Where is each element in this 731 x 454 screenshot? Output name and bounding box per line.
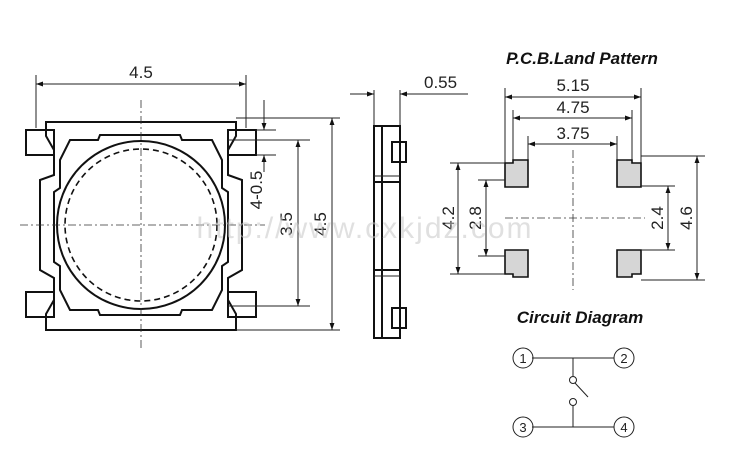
switch-contact-top <box>569 376 577 384</box>
width-dimension-label: 4.5 <box>129 63 153 82</box>
pcb-right-outer: 4.6 <box>677 206 696 230</box>
switch-lever <box>574 382 589 398</box>
pin-width-dimension-label: 4-0.5 <box>247 171 266 210</box>
pin-3-label: 3 <box>519 420 526 435</box>
pin-1-label: 1 <box>519 351 526 366</box>
pin-2-circle <box>613 347 635 369</box>
circuit-diagram: Circuit Diagram 1 2 3 4 <box>512 308 644 438</box>
pcb-pad-bottom-right <box>616 249 642 278</box>
pin-2-label: 2 <box>620 351 627 366</box>
pcb-dim-inner: 3.75 <box>556 124 589 143</box>
pin-3-circle <box>512 416 534 438</box>
pin-4-circle <box>613 416 635 438</box>
pcb-pad-top-right <box>616 159 642 188</box>
thickness-dimension-label: 0.55 <box>424 73 457 92</box>
pcb-dim-mid: 4.75 <box>556 98 589 117</box>
top-view: 4.5 4.5 3.5 4-0.5 <box>20 63 340 350</box>
watermark: http://www.cxkjdz.com <box>196 212 533 245</box>
side-view: 0.55 <box>350 73 468 339</box>
side-body <box>373 125 401 339</box>
pcb-pad-bottom-left <box>504 249 529 278</box>
pcb-right-inner: 2.4 <box>648 206 667 230</box>
height-dimension-label: 4.5 <box>311 212 330 236</box>
pin-top-right <box>227 129 257 156</box>
pcb-land-pattern: P.C.B.Land Pattern 5.15 4.75 3.75 4.2 2.… <box>439 49 705 290</box>
pin-4-label: 4 <box>620 420 627 435</box>
pin-top-left <box>25 129 55 156</box>
switch-inner-frame <box>53 134 229 316</box>
side-pin-bottom <box>391 307 407 329</box>
inner-dimension-label: 3.5 <box>277 212 296 236</box>
pin-bottom-right <box>227 291 257 318</box>
pcb-title: P.C.B.Land Pattern <box>506 49 658 68</box>
pin-bottom-left <box>25 291 55 318</box>
pcb-dim-outer: 5.15 <box>556 76 589 95</box>
pin-1-circle <box>512 347 534 369</box>
side-pin-top <box>391 141 407 163</box>
pcb-left-inner: 2.8 <box>466 206 485 230</box>
switch-contact-bottom <box>569 398 577 406</box>
pcb-pad-top-left <box>504 159 529 188</box>
pcb-left-outer: 4.2 <box>439 206 458 230</box>
circuit-title: Circuit Diagram <box>517 308 644 327</box>
